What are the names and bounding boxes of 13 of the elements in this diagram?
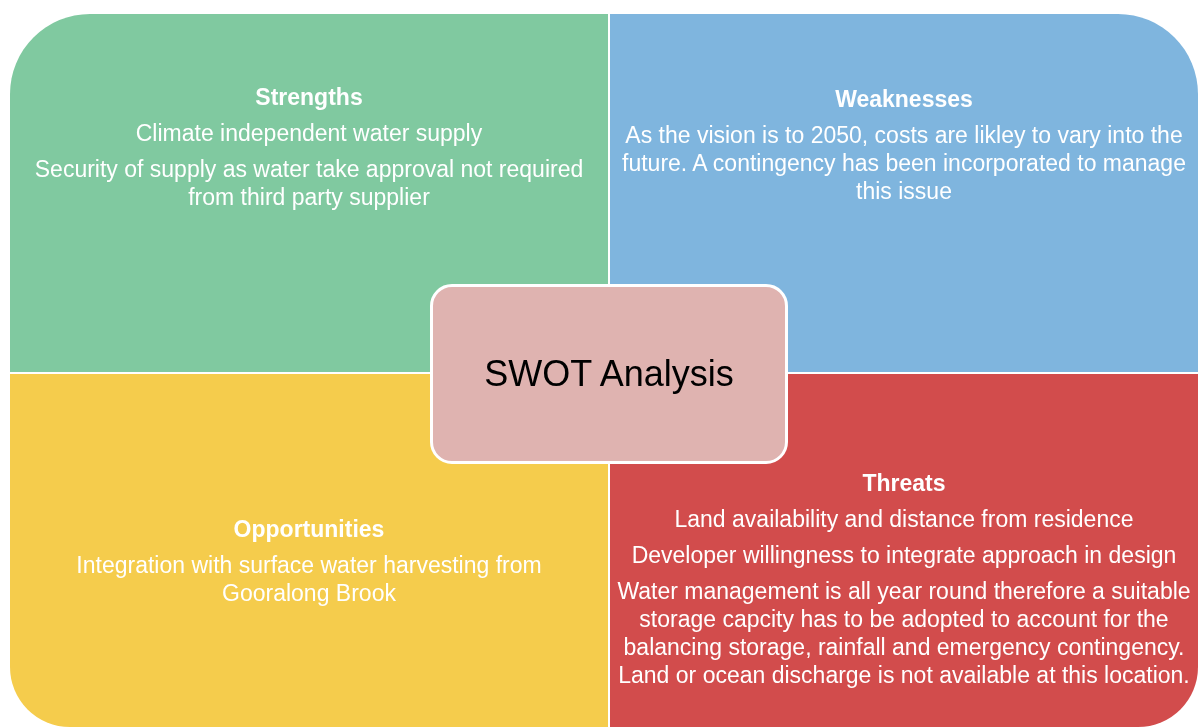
panel-text: Developer willingness to integrate approach in design [631, 541, 1177, 569]
center-title: SWOT Analysis [484, 353, 734, 395]
panel-text: Integration with surface water harvesting from Gooralong Brook [75, 551, 543, 607]
panel-heading: Opportunities [233, 516, 385, 543]
panel-text: Land availability and distance from residence [674, 505, 1134, 533]
panel-text: Water management is all year round therefore a suitable storage capcity has to be adopted to account for the balancing storage, rainfall and emergency contingency. Land or ocean discharge is not available at this location. [616, 577, 1192, 689]
panel-heading: Strengths [255, 84, 363, 111]
panel-text: Climate independent water supply [135, 119, 483, 147]
panel-heading: Threats [862, 470, 946, 497]
panel-heading: Weaknesses [835, 86, 973, 113]
panel-text: As the vision is to 2050, costs are likley to vary into the future. A contingency has been incorporated to manage this issue [621, 121, 1187, 205]
center-box [430, 284, 788, 464]
panel-text: Security of supply as water take approval not required from third party supplier [33, 155, 585, 211]
